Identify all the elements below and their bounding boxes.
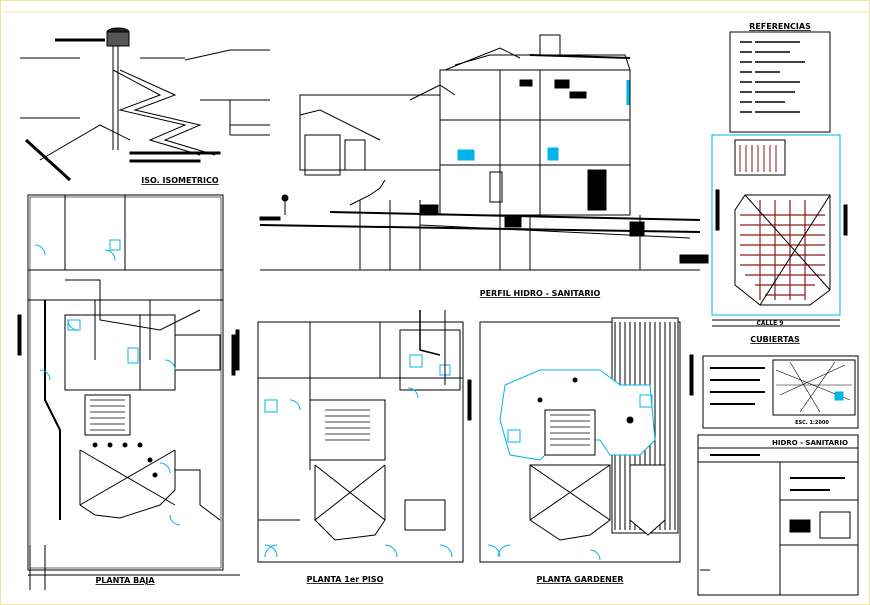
ground-floor-plan: [17, 194, 240, 590]
first-floor-title: PLANTA 1er PISO: [307, 575, 384, 584]
profile-title: PERFIL HIDRO - SANITARIO: [480, 289, 601, 298]
title-block: [697, 434, 859, 596]
profile-section: [259, 34, 709, 271]
roofs-plan: [711, 134, 848, 327]
roofs-title: CUBIERTAS: [750, 335, 800, 344]
garden-floor-title: PLANTA GARDENER: [536, 575, 623, 584]
sheet-title: HIDRO - SANITARIO: [772, 439, 848, 447]
location-map-box: [702, 355, 859, 429]
ground-floor-title: PLANTA BAJA: [95, 576, 155, 585]
references-box: [729, 31, 831, 133]
garden-floor-plan: [479, 317, 694, 563]
scale-label: ESC. 1:2000: [795, 420, 829, 426]
references-title: REFERENCIAS: [749, 22, 811, 31]
isometric-diagram: [20, 27, 270, 182]
isometric-title: ISO. ISOMETRICO: [141, 176, 219, 185]
street-label: CALLE 9: [756, 320, 783, 327]
first-floor-plan: [235, 310, 472, 563]
